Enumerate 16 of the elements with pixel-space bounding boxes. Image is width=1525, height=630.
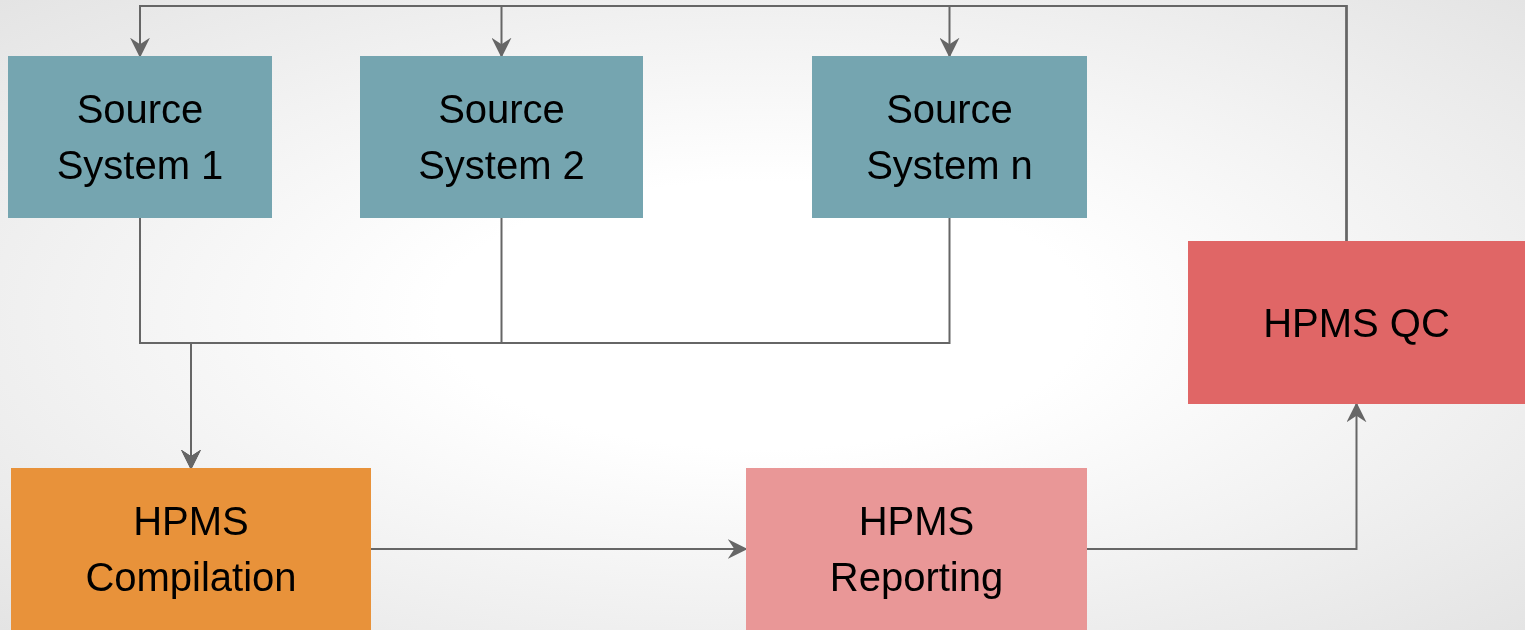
box-label: HPMS Reporting [828, 498, 1005, 601]
box-label: HPMS Compilation [84, 498, 298, 601]
process-box [8, 56, 272, 218]
process-box [1188, 241, 1525, 404]
process-box [360, 56, 643, 218]
box-label: HPMS QC [1263, 299, 1450, 347]
arrow [181, 217, 951, 470]
process-box [812, 56, 1087, 218]
process-box [11, 468, 371, 630]
arrow [370, 539, 748, 559]
arrow [939, 5, 1348, 242]
box-label: Source System n [865, 86, 1034, 189]
box-label: Source System 2 [417, 86, 586, 189]
box-label: Source System 1 [55, 86, 225, 189]
process-box [746, 468, 1087, 630]
arrow [1086, 402, 1367, 550]
